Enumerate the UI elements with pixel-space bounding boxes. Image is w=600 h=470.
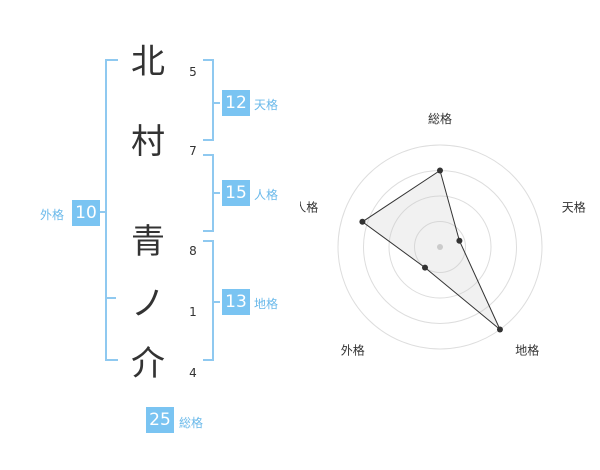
- chikaku-bracket: [203, 240, 214, 361]
- tenkaku-bracket-tick: [212, 102, 220, 104]
- radar-axis-label-1: 総格: [428, 111, 452, 126]
- radar-axis-label-5: 人格: [300, 199, 318, 214]
- name-diagram: 北 村 青 ノ 介 5 7 8 1 4 12 天格 15 人格 13 地格 外格…: [40, 42, 279, 433]
- chikaku-bracket-tick: [212, 301, 220, 303]
- jinkaku-bracket-tick: [212, 192, 220, 194]
- radar-point-1: [437, 167, 443, 174]
- radar-axis-label-3: 地格: [515, 343, 539, 358]
- gaikaku-bracket: [105, 59, 118, 361]
- radar-point-3: [496, 326, 503, 333]
- radar-ring-4: [337, 144, 543, 350]
- radar-axis-label-4: 外格: [341, 343, 365, 358]
- chikaku-value: 13: [222, 289, 250, 315]
- stroke-count-2: 7: [189, 144, 197, 158]
- gaikaku-label: 外格: [40, 208, 65, 222]
- radar-ring-1: [414, 221, 466, 273]
- gaikaku-bracket-tick: [105, 297, 116, 299]
- radar-center: [437, 244, 443, 250]
- tenkaku-label: 天格: [254, 98, 279, 112]
- chikaku-label: 地格: [254, 297, 279, 311]
- tenkaku-value: 12: [222, 90, 250, 116]
- radar-polygon: [361, 169, 501, 330]
- soukaku-label: 総格: [179, 416, 204, 430]
- name-char-5: 介: [131, 344, 165, 384]
- radar-point-5: [359, 218, 366, 225]
- radar-axis-label-2: 天格: [562, 199, 586, 214]
- tenkaku-bracket: [203, 59, 214, 141]
- radar-ring-2: [388, 195, 492, 299]
- radar-point-2: [456, 237, 463, 244]
- radar-point-4: [422, 264, 429, 271]
- gaikaku-bracket-connector: [99, 211, 107, 213]
- stroke-count-3: 8: [189, 244, 197, 258]
- gaikaku-value: 10: [72, 200, 100, 226]
- name-char-3: 青: [131, 222, 165, 262]
- name-char-2: 村: [131, 122, 165, 162]
- soukaku-value: 25: [146, 407, 174, 433]
- name-char-1: 北: [131, 42, 165, 82]
- jinkaku-label: 人格: [254, 188, 279, 202]
- stroke-count-1: 5: [189, 65, 197, 79]
- stroke-count-5: 4: [189, 366, 197, 380]
- name-char-4: ノ: [131, 284, 165, 324]
- stroke-count-4: 1: [189, 305, 197, 319]
- jinkaku-value: 15: [222, 180, 250, 206]
